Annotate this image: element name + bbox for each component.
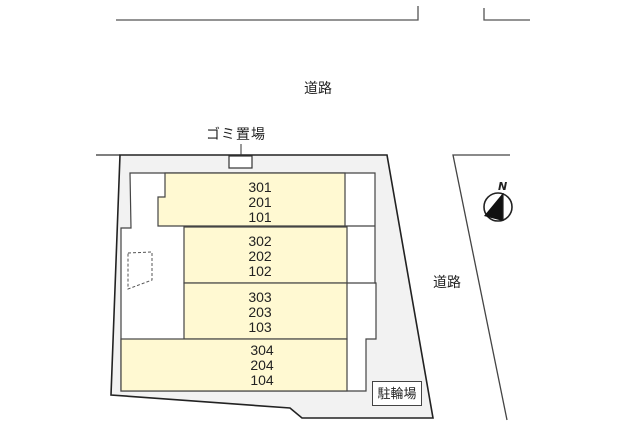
north-road-edge-left xyxy=(116,6,419,21)
room-304: 304 xyxy=(250,342,274,358)
unit-block-4 xyxy=(120,338,348,392)
room-301: 301 xyxy=(248,179,272,195)
garbage-area xyxy=(228,155,253,169)
room-202: 202 xyxy=(248,248,272,264)
north-road-edge-right xyxy=(483,8,530,21)
unit-block-1 xyxy=(157,172,346,227)
bicycle-parking: 駐輪場 xyxy=(372,381,422,406)
garbage-label: ゴミ置場 xyxy=(206,127,266,143)
room-303: 303 xyxy=(248,289,272,305)
room-104: 104 xyxy=(250,372,274,388)
unit-group-4: 304 204 104 xyxy=(232,343,292,388)
east-road-edge xyxy=(452,154,510,421)
unit-group-1: 301 201 101 xyxy=(230,180,290,225)
compass-icon xyxy=(483,192,513,222)
room-302: 302 xyxy=(248,233,272,249)
north-road-label: 道路 xyxy=(304,81,332,97)
room-102: 102 xyxy=(248,263,272,279)
dashed-area xyxy=(127,251,153,290)
unit-block-3 xyxy=(183,282,348,340)
unit-group-2: 302 202 102 xyxy=(230,234,290,279)
compass-north-label: N xyxy=(498,180,508,193)
room-204: 204 xyxy=(250,357,274,373)
unit-block-2 xyxy=(183,226,348,284)
room-101: 101 xyxy=(248,209,272,225)
room-201: 201 xyxy=(248,194,272,210)
room-103: 103 xyxy=(248,319,272,335)
east-road-label: 道路 xyxy=(433,275,461,291)
room-203: 203 xyxy=(248,304,272,320)
unit-group-3: 303 203 103 xyxy=(230,290,290,335)
